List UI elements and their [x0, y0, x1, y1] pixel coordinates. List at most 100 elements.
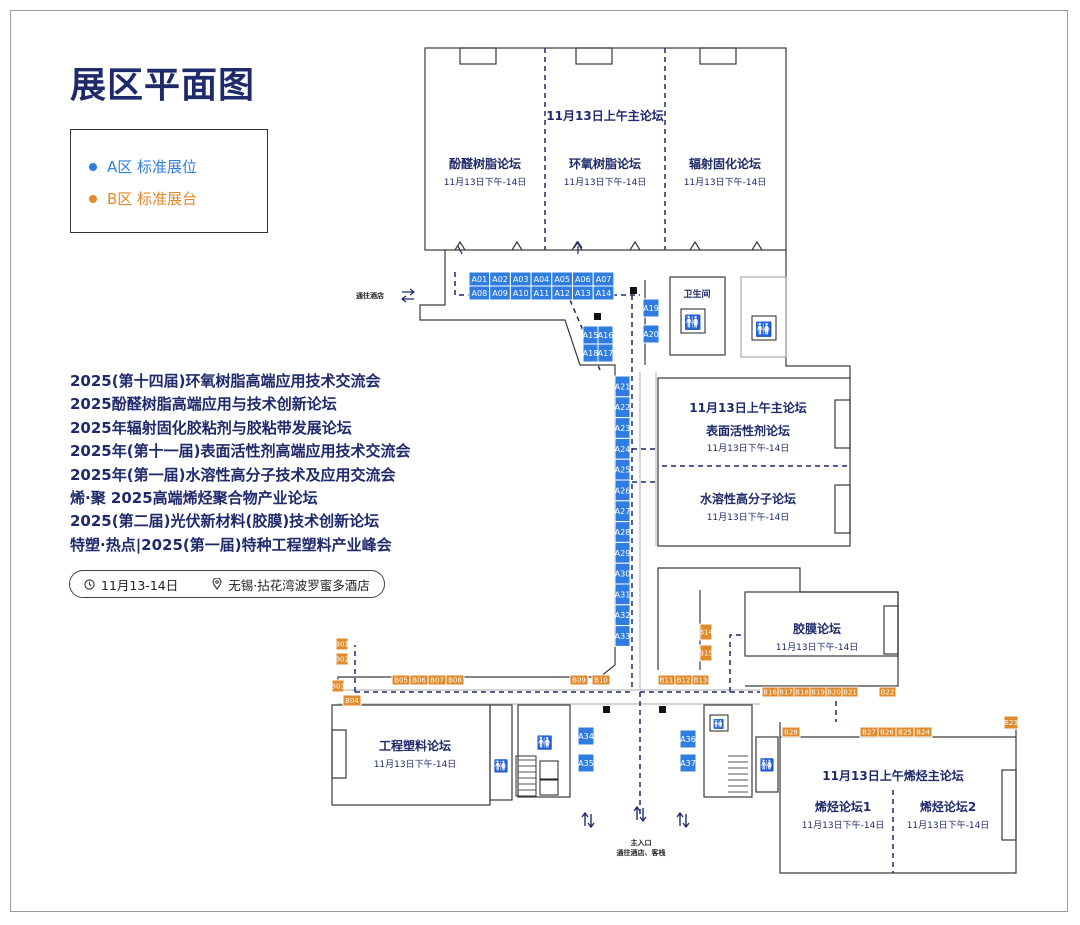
booth-label: A02 — [492, 275, 508, 284]
entrance-arrows — [581, 805, 690, 829]
booth-a29: A29 — [614, 541, 631, 564]
engineering-forum-label: 工程塑料论坛 — [379, 738, 451, 753]
booth-a18: A18 — [582, 343, 599, 363]
event-item: 特塑·热点|2025(第一届)特种工程塑料产业峰会 — [70, 535, 392, 554]
booth-label: A31 — [615, 590, 631, 599]
booth-label: B28 — [784, 729, 798, 737]
radiation-forum-label: 辐射固化论坛 — [689, 156, 761, 171]
page-title: 展区平面图 — [70, 65, 256, 106]
restroom-sign-icon — [680, 308, 706, 334]
booth-a28: A28 — [614, 521, 631, 543]
booth-label: A20 — [643, 330, 659, 339]
booth-label: A32 — [615, 611, 631, 620]
booth-label: B09 — [572, 677, 586, 685]
booth-label: A35 — [578, 759, 594, 768]
booth-a22: A22 — [614, 396, 631, 419]
restroom-glyph-icon: 🚻 — [684, 314, 701, 331]
event-item: 2025(第二届)光伏新材料(胶膜)技术创新论坛 — [70, 512, 380, 531]
film-time: 11月13日下午-14日 — [776, 641, 859, 653]
booth-a23: A23 — [614, 417, 631, 439]
booth-label: A15 — [583, 331, 599, 340]
booth-b25: B25 — [895, 726, 915, 738]
booth-a15: A15 — [582, 325, 599, 345]
booth-label: A13 — [575, 289, 591, 298]
booth-label: A14 — [596, 289, 612, 298]
event-item: 2025年(第十一届)表面活性剂高端应用技术交流会 — [70, 442, 411, 461]
olefin1-time: 11月13日下午-14日 — [802, 819, 885, 831]
olefin2-label: 烯烃论坛2 — [920, 799, 976, 814]
booth-label: A25 — [615, 466, 631, 475]
booth-label: B24 — [916, 729, 930, 737]
waterborne-forum-label: 水溶性高分子论坛 — [700, 491, 796, 506]
booth-label: A24 — [615, 445, 631, 454]
legend-b-dot — [89, 194, 97, 203]
booth-label: A08 — [472, 289, 488, 298]
booth-label: A28 — [615, 528, 631, 537]
booth-b16: B16 — [761, 686, 779, 698]
booth-label: A36 — [680, 735, 696, 744]
booth-label: B13 — [694, 677, 708, 685]
booth-a25: A25 — [614, 458, 631, 481]
corridor-walls — [337, 250, 851, 705]
booth-label: B03 — [331, 683, 345, 691]
event-item: 2025酚醛树脂高端应用与技术创新论坛 — [70, 395, 337, 414]
booth-b27: B27 — [859, 726, 879, 738]
booth-label: B14 — [699, 629, 713, 637]
booth-a03: A03 — [509, 271, 532, 287]
booth-label: A05 — [554, 275, 570, 284]
booth-b08: B08 — [445, 674, 465, 686]
main-entrance-sub-label: 通往酒店、客栈 — [617, 848, 666, 857]
booth-a06: A06 — [572, 271, 594, 287]
restroom-glyph-icon-5: 🚻 — [760, 758, 775, 772]
pillars — [594, 287, 666, 713]
restroom-glyph-icon-2: 🚻 — [755, 321, 772, 338]
waterborne-time: 11月13日下午-14日 — [707, 511, 790, 523]
booth-label: B01 — [335, 641, 349, 649]
booth-label: B05 — [394, 677, 408, 685]
booth-a14: A14 — [592, 285, 615, 301]
event-date: 11月13-14日 — [101, 577, 179, 593]
booth-label: B20 — [827, 689, 841, 697]
booth-a04: A04 — [530, 271, 553, 287]
booth-a26: A26 — [614, 479, 631, 502]
booth-label: A04 — [534, 275, 550, 284]
event-item: 2025(第十四届)环氧树脂高端应用技术交流会 — [70, 372, 381, 390]
booth-label: B23 — [1004, 719, 1018, 727]
legend-a-dot — [89, 162, 97, 171]
booth-a27: A27 — [614, 500, 631, 523]
restroom-top: 卫生间 🚻 🚻 — [669, 276, 787, 358]
event-list: 2025(第十四届)环氧树脂高端应用技术交流会 2025酚醛树脂高端应用与技术创… — [70, 370, 410, 557]
booth-b23: B23 — [1003, 715, 1019, 730]
booth-b12: B12 — [674, 674, 693, 686]
main-forum-top-label: 11月13日上午主论坛 — [546, 108, 663, 123]
olefin1-label: 烯烃论坛1 — [815, 799, 871, 814]
booth-label: A33 — [615, 632, 631, 641]
lower-right-service: 🚻 🚻 — [703, 704, 779, 798]
booth-label: A26 — [615, 486, 631, 495]
legend: A区 标准展位 B区 标准展台 — [70, 129, 268, 233]
restroom-sign-icon-2 — [751, 315, 777, 341]
booth-label: B18 — [795, 689, 809, 697]
phenolic-forum-label: 酚醛树脂论坛 — [449, 156, 521, 171]
booth-a33: A33 — [614, 625, 631, 647]
booth-label: A37 — [680, 759, 696, 768]
phenolic-time: 11月13日下午-14日 — [444, 176, 527, 188]
restroom-label: 卫生间 — [683, 288, 710, 300]
booth-b28: B28 — [781, 726, 801, 738]
booth-label: A18 — [583, 349, 599, 358]
bidirectional-arrow-icon — [401, 288, 415, 303]
date-segment: 11月13-14日 — [84, 575, 178, 594]
booth-a07: A07 — [592, 271, 615, 287]
booth-a17: A17 — [597, 343, 614, 363]
booth-b10: B10 — [591, 674, 611, 686]
event-venue: 无锡·拈花湾波罗蜜多酒店 — [228, 577, 370, 593]
elevator-icon: 🚻 — [713, 718, 724, 730]
booth-a32: A32 — [614, 604, 631, 627]
booth-label: A06 — [575, 275, 591, 284]
booth-b13: B13 — [691, 674, 710, 686]
booth-a30: A30 — [614, 562, 631, 585]
booth-label: A21 — [615, 382, 631, 391]
olefin-block: 11月13日上午烯烃主论坛 烯烃论坛1 11月13日下午-14日 烯烃论坛2 1… — [779, 722, 1017, 874]
legend-a: A区 标准展位 — [89, 156, 197, 177]
